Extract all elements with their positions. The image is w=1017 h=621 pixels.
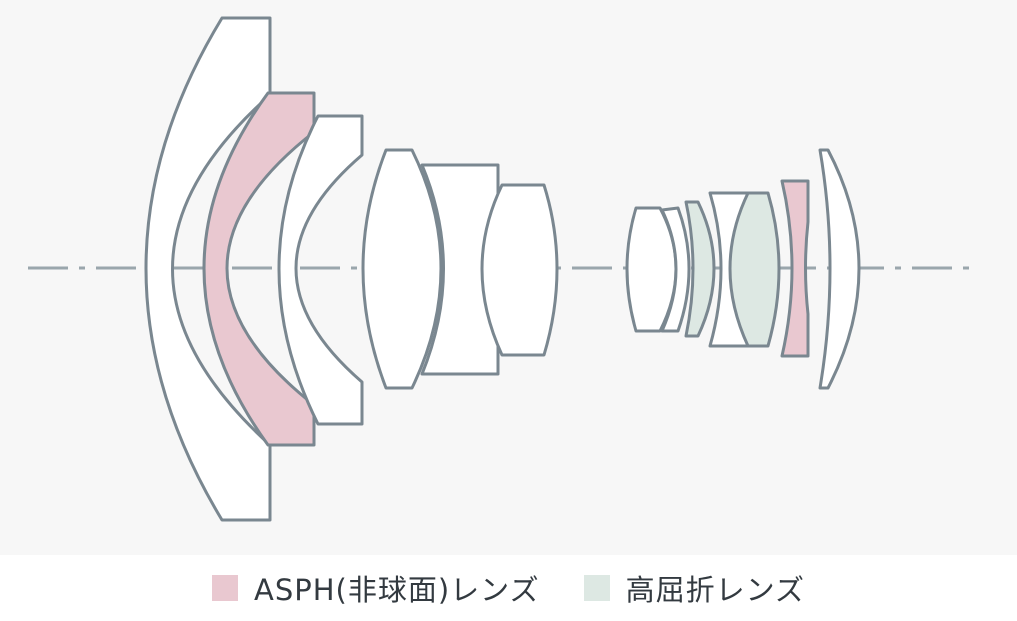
legend: ASPH(非球面)レンズ 高屈折レンズ [0,555,1017,621]
asph-swatch [211,575,238,601]
high-refractive-swatch [583,575,610,601]
legend-item-high-refractive: 高屈折レンズ [583,567,805,609]
lens-diagram-svg [28,16,975,522]
lens-element-8 [660,206,691,333]
legend-item-asph: ASPH(非球面)レンズ [211,567,540,609]
lens-element-1 [144,16,272,522]
lens-element-5 [420,163,500,376]
lens-element-6 [480,183,559,357]
lens-element-12 [780,179,810,358]
lens-element-13 [818,148,861,390]
lens-diagram [28,16,975,522]
lens-element-2 [202,91,316,447]
legend-label-asph: ASPH(非球面)レンズ [253,573,540,607]
lens-element-11 [728,191,781,348]
lens-element-3 [277,114,364,426]
lens-element-4 [361,148,443,390]
lens-element-9 [684,200,716,338]
legend-label-high-refractive: 高屈折レンズ [625,573,805,607]
